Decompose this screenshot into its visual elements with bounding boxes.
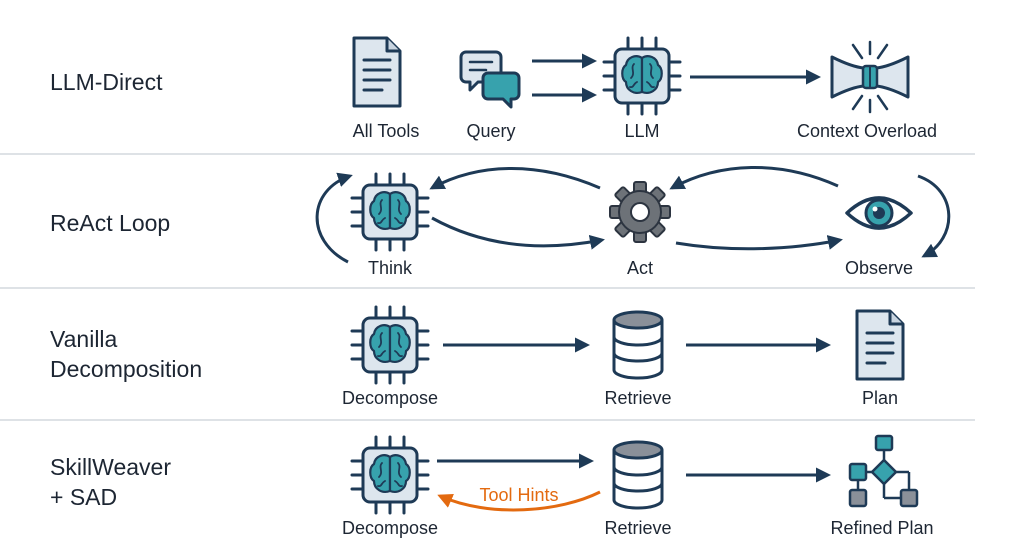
node-caption-refined-plan: Refined Plan	[830, 518, 933, 538]
row-react-loop: ReAct Loop Think Act Observe	[50, 166, 951, 278]
document-icon	[855, 309, 905, 381]
feedback-label: Tool Hints	[479, 485, 558, 505]
gear-icon	[609, 181, 671, 243]
row-title: ReAct Loop	[50, 210, 170, 236]
context-overload-icon	[830, 40, 910, 114]
brain-chip-icon	[350, 305, 430, 385]
node-caption-think: Think	[368, 258, 413, 278]
flowchart-icon	[848, 434, 919, 508]
row-vanilla-decomposition: Vanilla Decomposition Decompose Retrieve…	[50, 305, 905, 408]
row-title-line-2: Decomposition	[50, 356, 202, 382]
node-caption-act: Act	[627, 258, 653, 278]
node-caption-plan: Plan	[862, 388, 898, 408]
node-caption-llm: LLM	[624, 121, 659, 141]
arrow-tool-hints-feedback	[437, 490, 601, 512]
document-icon	[352, 36, 402, 108]
row-skillweaver-sad: SkillWeaver + SAD Decompose Tool Hints R…	[50, 434, 934, 538]
row-title-line-2: + SAD	[50, 484, 117, 510]
react-loop-arrows	[315, 166, 951, 264]
chat-bubbles-icon	[459, 50, 521, 109]
row-title-line-1: SkillWeaver	[50, 454, 171, 480]
row-llm-direct: LLM-Direct All Tools Query LLM	[50, 36, 937, 141]
node-caption-decompose: Decompose	[342, 388, 438, 408]
row-title: LLM-Direct	[50, 69, 163, 95]
node-caption-query: Query	[466, 121, 515, 141]
database-icon	[612, 440, 664, 510]
database-icon	[612, 310, 664, 380]
node-caption-decompose: Decompose	[342, 518, 438, 538]
row-title-line-1: Vanilla	[50, 326, 118, 352]
node-caption-context-overload: Context Overload	[797, 121, 937, 141]
row-dividers	[0, 153, 975, 421]
brain-chip-icon	[350, 172, 430, 252]
eye-icon	[845, 196, 913, 230]
node-caption-retrieve: Retrieve	[604, 388, 671, 408]
node-caption-all-tools: All Tools	[353, 121, 420, 141]
node-caption-observe: Observe	[845, 258, 913, 278]
brain-chip-icon	[602, 36, 682, 116]
node-caption-retrieve: Retrieve	[604, 518, 671, 538]
brain-chip-icon	[350, 435, 430, 515]
